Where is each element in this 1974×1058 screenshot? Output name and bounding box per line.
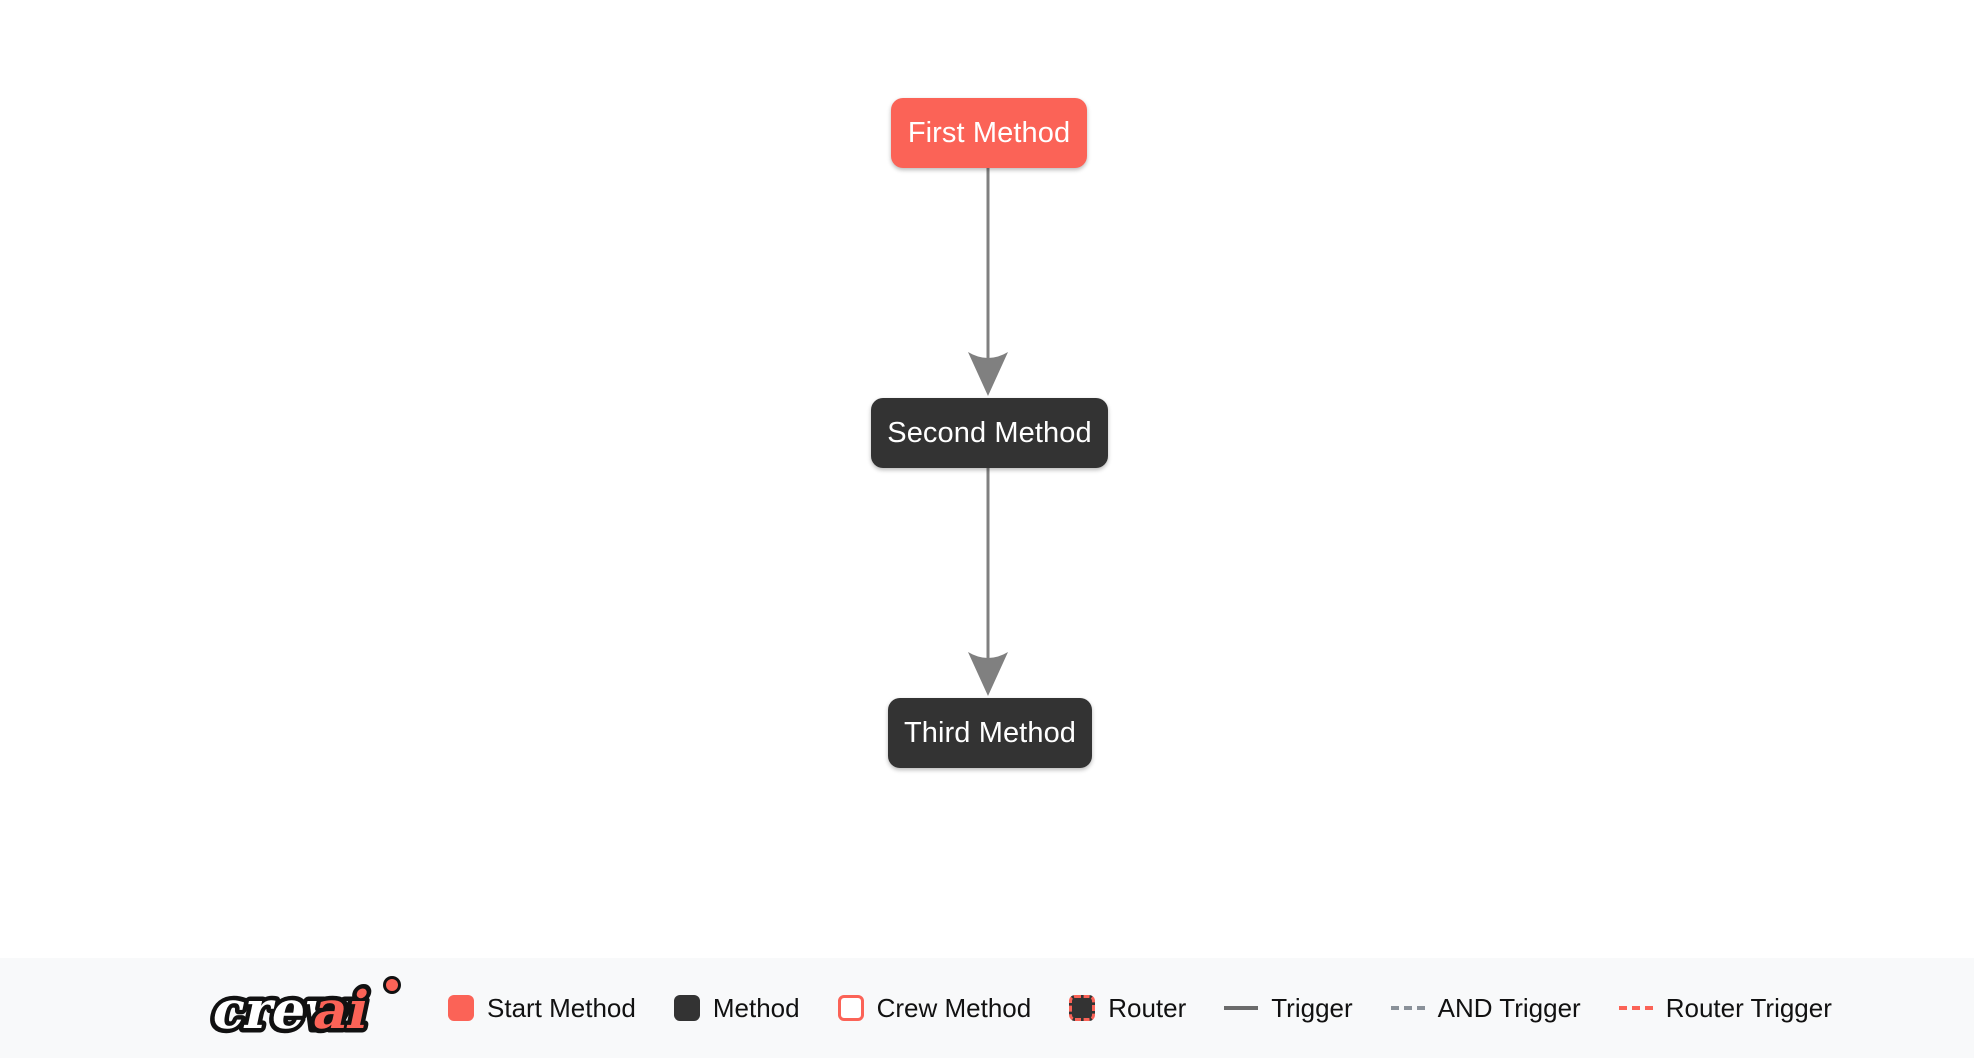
legend-item-trigger[interactable]: Trigger: [1224, 993, 1353, 1023]
crewai-logo-ai: ai: [308, 981, 374, 1041]
trigger-line-icon: [1224, 1006, 1259, 1010]
router-swatch-icon: [1069, 995, 1096, 1021]
legend-item-method[interactable]: Method: [673, 993, 800, 1023]
legend-item-label: AND Trigger: [1437, 993, 1581, 1023]
flow-edges-layer: [968, 168, 1008, 696]
flow-node-third-method[interactable]: Third Method: [888, 698, 1092, 768]
crewai-logo-outline-crew: crew: [207, 981, 358, 1041]
flow-node-second-method[interactable]: Second Method: [871, 398, 1108, 468]
flow-node-label: Third Method: [903, 716, 1077, 749]
crewai-logo-dot: [386, 979, 398, 991]
legend-item-router[interactable]: Router: [1069, 995, 1186, 1021]
start-method-swatch-icon: [448, 995, 474, 1021]
legend-content: crew crew ai ai Start Method Method Crew…: [196, 972, 1832, 1044]
legend-item-label: Method: [712, 993, 800, 1023]
legend-item-label: Router Trigger: [1665, 993, 1832, 1023]
legend-item-crew-method[interactable]: Crew Method: [837, 993, 1032, 1023]
legend-item-and-trigger[interactable]: AND Trigger: [1390, 993, 1581, 1023]
legend-item-router-trigger[interactable]: Router Trigger: [1618, 993, 1832, 1023]
flow-canvas[interactable]: First Method Second Method Third Method: [0, 0, 1974, 958]
edge-second-to-third: [968, 468, 1008, 696]
legend-item-label: Start Method: [487, 993, 636, 1023]
legend-item-label: Trigger: [1271, 993, 1353, 1023]
edge-first-to-second: [968, 168, 1008, 396]
crewai-logo-crew: crew: [207, 981, 358, 1041]
flow-node-first-method[interactable]: First Method: [891, 98, 1087, 168]
router-trigger-line-icon: [1618, 1006, 1653, 1010]
legend-item-label: Router: [1108, 993, 1187, 1023]
crew-method-swatch-icon: [837, 995, 864, 1021]
legend-item-label: Crew Method: [876, 993, 1032, 1023]
crewai-logo: crew crew ai ai: [203, 976, 401, 1044]
legend-item-start-method[interactable]: Start Method: [448, 995, 636, 1021]
flow-node-label: Second Method: [887, 416, 1092, 449]
method-swatch-icon: [673, 995, 700, 1021]
and-trigger-line-icon: [1390, 1006, 1425, 1010]
legend-bar: crew crew ai ai Start Method Method Crew…: [0, 958, 1974, 1058]
flow-node-label: First Method: [907, 116, 1071, 149]
